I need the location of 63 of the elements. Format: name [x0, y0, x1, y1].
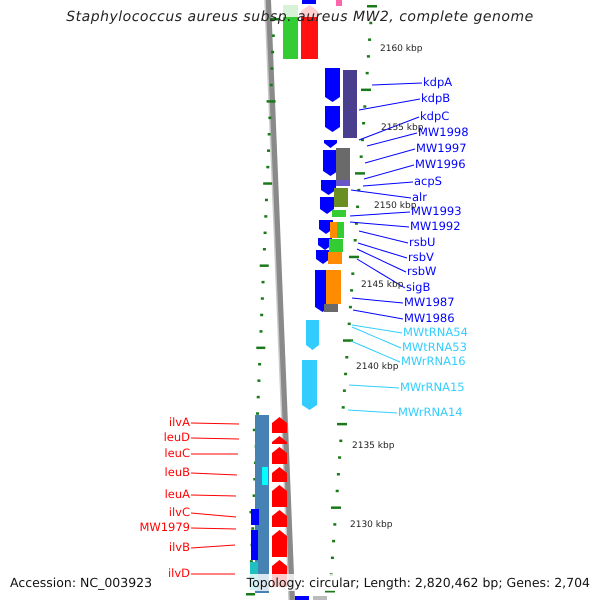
gene-label: ilvD [168, 566, 190, 580]
gene-label: MWrRNA14 [398, 405, 463, 419]
gene-label: leuB [164, 465, 190, 479]
leader-line [350, 190, 412, 198]
gene-label: kdpA [423, 75, 452, 89]
gene-label: MW1992 [410, 219, 461, 233]
gene-label: alr [412, 190, 427, 204]
leader-line [364, 164, 414, 180]
genome-summary-text: Topology: circular; Length: 2,820,462 bp; Genes: 2,704 [244, 574, 592, 591]
scale-tick-label: 2145 kbp [361, 280, 404, 291]
gene-label: rsbW [407, 264, 436, 278]
gene-label: rsbV [408, 250, 434, 264]
gene-label: ilvB [168, 540, 190, 554]
leader-line [358, 116, 420, 140]
gene-label: leuD [164, 430, 190, 444]
map-title: Staphylococcus aureus subsp. aureus MW2, complete genome [65, 9, 535, 25]
gene-label: kdpB [421, 91, 450, 105]
leader-line [352, 324, 402, 334]
leader-line [362, 182, 414, 186]
gene-label: MW1997 [416, 141, 467, 155]
leader-line [348, 384, 400, 388]
gene-label: MWrRNA16 [401, 354, 466, 368]
gene-label: ilvC [168, 505, 190, 519]
leader-line [352, 298, 404, 304]
leader-line [190, 472, 238, 476]
gene-label: MWtRNA54 [403, 325, 468, 339]
leader-line [190, 422, 240, 424]
leader-line [358, 98, 420, 110]
leader-line [350, 222, 410, 228]
leader-line [358, 230, 408, 244]
leader-line [352, 326, 402, 348]
leader-line [356, 258, 406, 288]
gene-label: MW1979 [139, 520, 190, 534]
scale-tick-label: 2135 kbp [352, 441, 394, 452]
leader-line [372, 82, 422, 86]
leader-line [352, 310, 404, 320]
scale-tick-label: 2130 kbp [350, 520, 392, 531]
scale-tick-label: 2160 kbp [380, 44, 422, 55]
gene-label: MWrRNA15 [400, 380, 465, 394]
gene-label: leuC [164, 446, 190, 460]
gene-label: leuA [164, 487, 190, 501]
leader-line [350, 212, 410, 216]
leader-line [190, 544, 236, 548]
leader-line [190, 494, 236, 496]
leader-line [356, 248, 406, 272]
leader-line [190, 528, 236, 530]
leader-line [350, 340, 400, 362]
gene-label: kdpC [420, 109, 450, 123]
leader-line [364, 148, 416, 164]
gene-label: rsbU [409, 235, 436, 249]
leader-line [190, 438, 240, 440]
leader-line [190, 512, 236, 518]
gene-label: MWtRNA53 [402, 340, 467, 354]
gene-label: acpS [414, 174, 442, 188]
gene-label: MW1987 [404, 295, 455, 309]
scale-tick-label: 2140 kbp [356, 362, 398, 373]
leader-line [366, 132, 418, 146]
leader-line [348, 410, 398, 414]
gene-label: ilvA [168, 415, 190, 429]
gene-label: MW1986 [404, 311, 455, 325]
gene-label: sigB [406, 280, 430, 294]
leader-line [358, 242, 408, 258]
gene-label: MW1996 [415, 157, 466, 171]
